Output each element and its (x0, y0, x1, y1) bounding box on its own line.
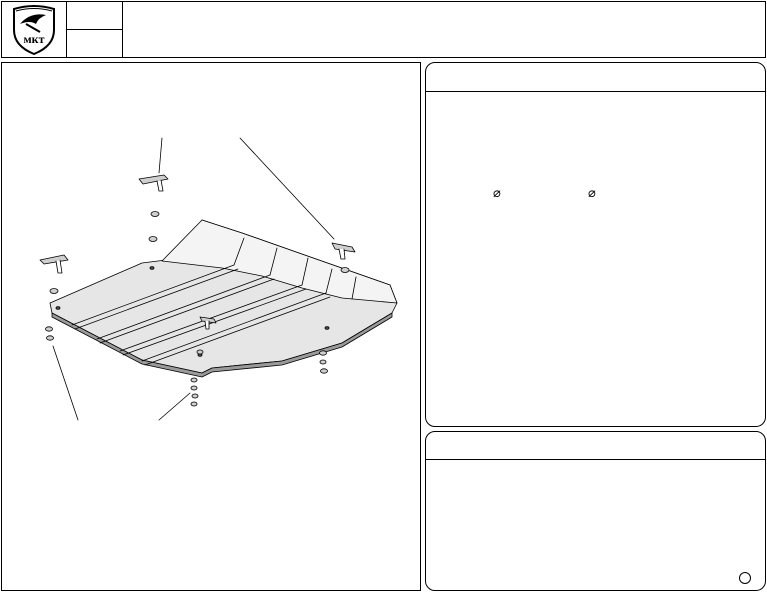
svg-text:мкт: мкт (24, 32, 45, 46)
leader-line-2 (239, 137, 335, 240)
bracket-center (199, 316, 217, 330)
spec-panel: ⌀ ⌀ (425, 62, 766, 427)
rib-1-shadow (74, 268, 239, 330)
bracket-top-center (138, 174, 169, 192)
rib-1 (71, 264, 235, 326)
rib-2 (96, 274, 271, 340)
bracket-right (331, 242, 356, 260)
rib-top-1 (233, 237, 245, 266)
brand-shield-logo: мкт (13, 5, 55, 56)
drawing-frame (1, 62, 421, 591)
title-block: мкт (1, 1, 766, 58)
diameter-symbol-1: ⌀ (493, 186, 501, 201)
rib-4 (141, 292, 327, 362)
rib-3 (119, 284, 303, 352)
diameter-symbol-2: ⌀ (588, 186, 596, 201)
code-cell-top (67, 2, 123, 30)
skid-plate-exploded-drawing (39, 137, 398, 421)
logo-cell: мкт (2, 2, 67, 57)
code-cell-bottom (67, 30, 123, 57)
notes-panel-heading (426, 432, 765, 460)
notes-panel (425, 431, 766, 591)
title-cell (124, 2, 765, 57)
fastener-set (45, 211, 350, 407)
leader-line-4 (158, 392, 191, 421)
spec-panel-heading (426, 63, 765, 92)
skid-plate-edge (51, 312, 393, 378)
leader-line-3 (52, 345, 79, 421)
circle-marker-icon (739, 572, 751, 584)
leader-line-1 (158, 137, 163, 174)
bracket-left (39, 254, 69, 274)
skid-plate-front-lip (161, 219, 398, 304)
